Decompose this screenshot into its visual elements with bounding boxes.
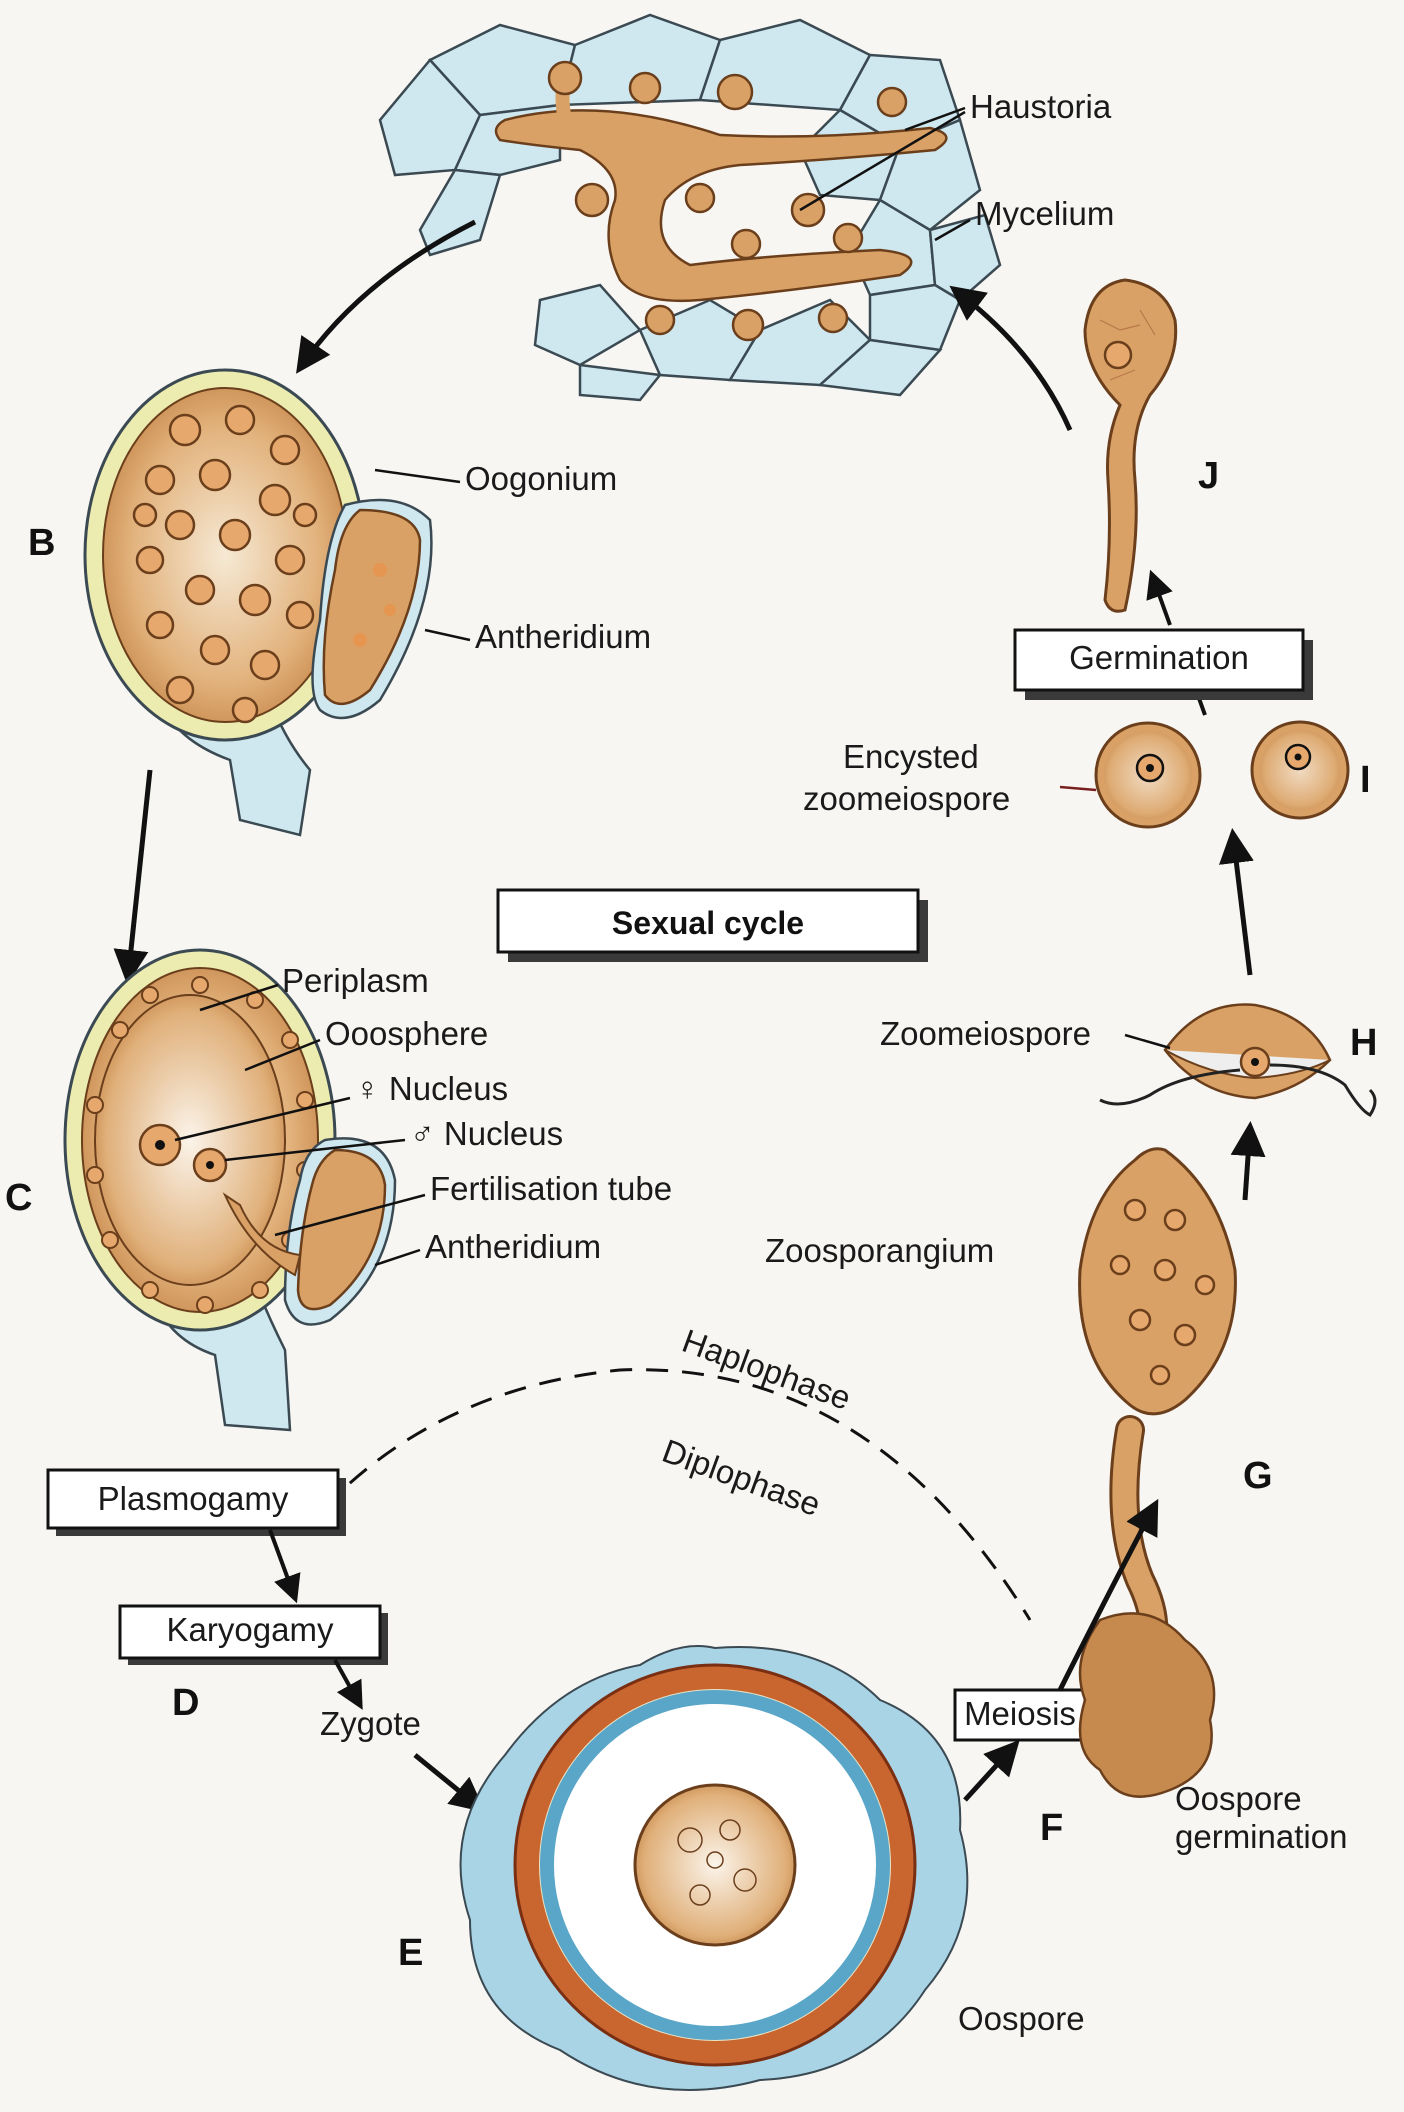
mycelium-label: Mycelium (975, 195, 1114, 232)
stage-letter-h: H (1350, 1022, 1377, 1064)
zoosporangium-label: Zoosporangium (765, 1232, 994, 1269)
oospore-germination-label-1: Oospore (1175, 1780, 1302, 1817)
germination-box: Germination (1015, 630, 1313, 700)
stage-h-zoomeiospore (1100, 1005, 1375, 1115)
haplophase-diplophase-divider (300, 1370, 1030, 1620)
host-tissue-with-mycelium (380, 15, 1000, 400)
stage-letter-i: I (1360, 759, 1371, 801)
stage-letter-b: B (28, 522, 55, 564)
stage-b-oogonium (85, 370, 431, 835)
stage-letter-d: D (172, 1682, 199, 1724)
stage-g-zoosporangium (1080, 1149, 1236, 1797)
stage-i-encysted-zoomeiospores (1096, 722, 1348, 827)
svg-text:Sexual cycle: Sexual cycle (612, 905, 804, 941)
svg-text:Plasmogamy: Plasmogamy (98, 1480, 289, 1517)
stage-letter-c: C (5, 1177, 32, 1219)
karyogamy-box: Karyogamy (120, 1606, 388, 1665)
oospore-label: Oospore (958, 2000, 1085, 2037)
plasmogamy-box: Plasmogamy (48, 1470, 346, 1536)
stage-letter-g: G (1243, 1455, 1273, 1497)
svg-text:Germination: Germination (1069, 639, 1249, 676)
zygote-label: Zygote (320, 1705, 421, 1742)
diplophase-label: Diplophase (658, 1432, 826, 1523)
ooosphere-label: Ooosphere (325, 1015, 488, 1052)
zoomeiospore-label: Zoomeiospore (880, 1015, 1091, 1052)
antheridium-b-label: Antheridium (475, 618, 651, 655)
antheridium-c-label: Antheridium (425, 1228, 601, 1265)
encysted-label-1: Encysted (843, 738, 979, 775)
svg-text:Meiosis: Meiosis (964, 1695, 1076, 1732)
meiosis-box: Meiosis (955, 1690, 1085, 1740)
stage-letter-e: E (398, 1932, 423, 1974)
svg-text:Karyogamy: Karyogamy (167, 1611, 334, 1648)
encysted-label-2: zoomeiospore (803, 780, 1010, 817)
oogonium-label: Oogonium (465, 460, 617, 497)
stage-letter-f: F (1040, 1807, 1063, 1849)
oospore-germination-label-2: germination (1175, 1818, 1347, 1855)
fertilisation-tube-label: Fertilisation tube (430, 1170, 672, 1207)
periplasm-label: Periplasm (282, 962, 429, 999)
female-nucleus-label: ♀ Nucleus (355, 1070, 508, 1107)
haplophase-label: Haplophase (678, 1322, 856, 1417)
haustoria-label: Haustoria (970, 88, 1112, 125)
stage-j-germinating-spore (1085, 280, 1176, 611)
male-nucleus-label: ♂ Nucleus (410, 1115, 563, 1152)
stage-letter-j: J (1198, 455, 1219, 497)
sexual-cycle-box: Sexual cycle (498, 890, 928, 962)
stage-e-oospore (461, 1646, 968, 2090)
